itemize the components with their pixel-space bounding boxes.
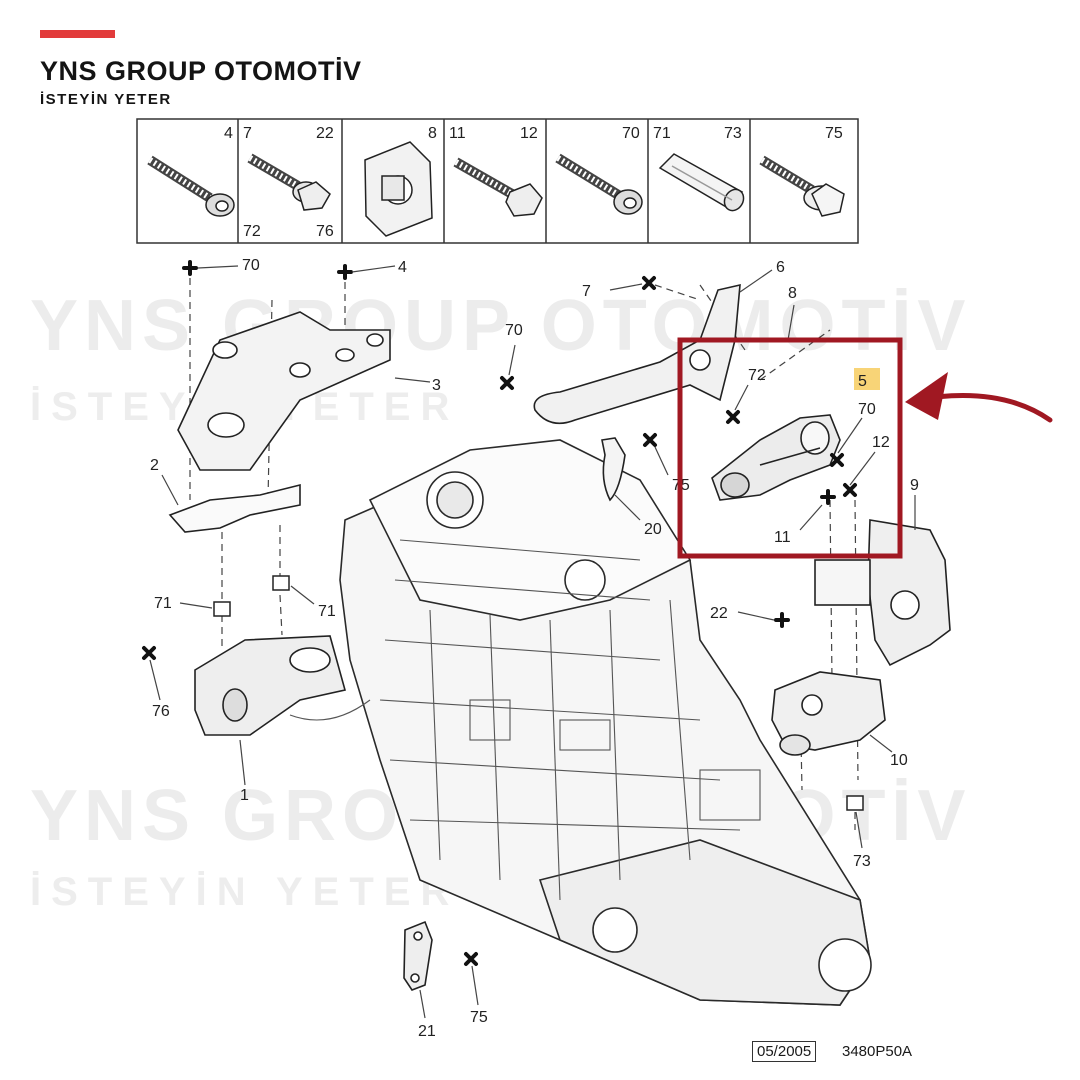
- callout-label: 11: [774, 529, 791, 546]
- pin-markers: [213, 575, 864, 811]
- brand-accent-bar: [40, 30, 115, 38]
- callout-label: 70: [858, 401, 876, 418]
- callout-label: 70: [242, 257, 260, 274]
- callout-label: 6: [776, 259, 785, 276]
- crank-arm-6: [533, 283, 741, 425]
- callout-label: 2: [150, 457, 159, 474]
- parts-table-numbers: 4 7 22 72 76 8 11 12 70 71 73 75: [224, 125, 843, 240]
- callout-label: 75: [470, 1009, 488, 1026]
- callout-label: 8: [788, 285, 797, 302]
- callout-label: 1: [240, 787, 249, 804]
- callout-label: 71: [154, 595, 172, 612]
- cell-number: 72: [243, 223, 261, 240]
- bracket-10: [771, 671, 886, 756]
- cell-number: 22: [316, 125, 334, 142]
- cell-number: 76: [316, 223, 334, 240]
- brand-title: YNS GROUP OTOMOTİV: [40, 56, 362, 86]
- mount-1: [194, 635, 346, 736]
- bolt-hex-flange-icon: [247, 153, 331, 211]
- watermark-text: YNS GROUP OTOMOTİV: [30, 286, 972, 366]
- callout-labels: 70 4 7 6 8 70 3 72 5 70 12 9 2 75 20 11 …: [150, 257, 919, 1040]
- callout-label: 9: [910, 477, 919, 494]
- engine-block: [289, 439, 872, 1006]
- cell-number: 71: [653, 125, 671, 142]
- bracket-3: [177, 311, 391, 471]
- diagram-date: 05/2005: [752, 1041, 817, 1062]
- bolt-flange-icon: [759, 155, 845, 217]
- fastener-markers: [142, 260, 857, 966]
- callout-label-highlighted: 5: [858, 373, 867, 390]
- clip-nut-icon: [364, 141, 433, 237]
- callout-label: 20: [644, 521, 662, 538]
- plate-2: [168, 483, 301, 533]
- cell-number: 75: [825, 125, 843, 142]
- leader-lines: [149, 265, 916, 1019]
- callout-label: 10: [890, 752, 908, 769]
- bolt-socket-icon: [147, 155, 235, 217]
- highlight-box: [677, 337, 903, 559]
- cell-number: 4: [224, 125, 233, 142]
- callout-label: 76: [152, 703, 170, 720]
- callout-label: 22: [710, 605, 728, 622]
- callout-label: 12: [872, 434, 890, 451]
- cell-number: 8: [428, 125, 437, 142]
- callout-label: 7: [582, 283, 591, 300]
- cell-number: 11: [449, 125, 466, 142]
- callout-label: 21: [418, 1023, 436, 1040]
- cell-number: 70: [622, 125, 640, 142]
- callout-label: 4: [398, 259, 407, 276]
- mount-9: [814, 519, 951, 667]
- watermark-subtext-lower: İSTEYİN YETER: [30, 870, 460, 914]
- cell-number: 12: [520, 125, 538, 142]
- cell-number: 73: [724, 125, 742, 142]
- callout-label: 71: [318, 603, 336, 620]
- bolt-hex-pointed-icon: [453, 157, 543, 217]
- callout-label: 73: [853, 853, 871, 870]
- callout-label: 3: [432, 377, 441, 394]
- bolt-socket-long-icon: [555, 153, 643, 215]
- engine-mount-5: [711, 414, 841, 501]
- brand-subtitle: İSTEYİN YETER: [40, 91, 172, 108]
- callout-label: 72: [748, 367, 766, 384]
- shim-20: [601, 437, 626, 502]
- callout-highlight: [854, 368, 880, 390]
- callout-label: 70: [505, 322, 523, 339]
- link-21: [403, 920, 433, 991]
- pin-cylinder-icon: [658, 153, 745, 212]
- pointer-arrow-icon: [905, 372, 1053, 423]
- diagram-code: 3480P50A: [842, 1043, 913, 1060]
- cell-number: 7: [243, 125, 252, 142]
